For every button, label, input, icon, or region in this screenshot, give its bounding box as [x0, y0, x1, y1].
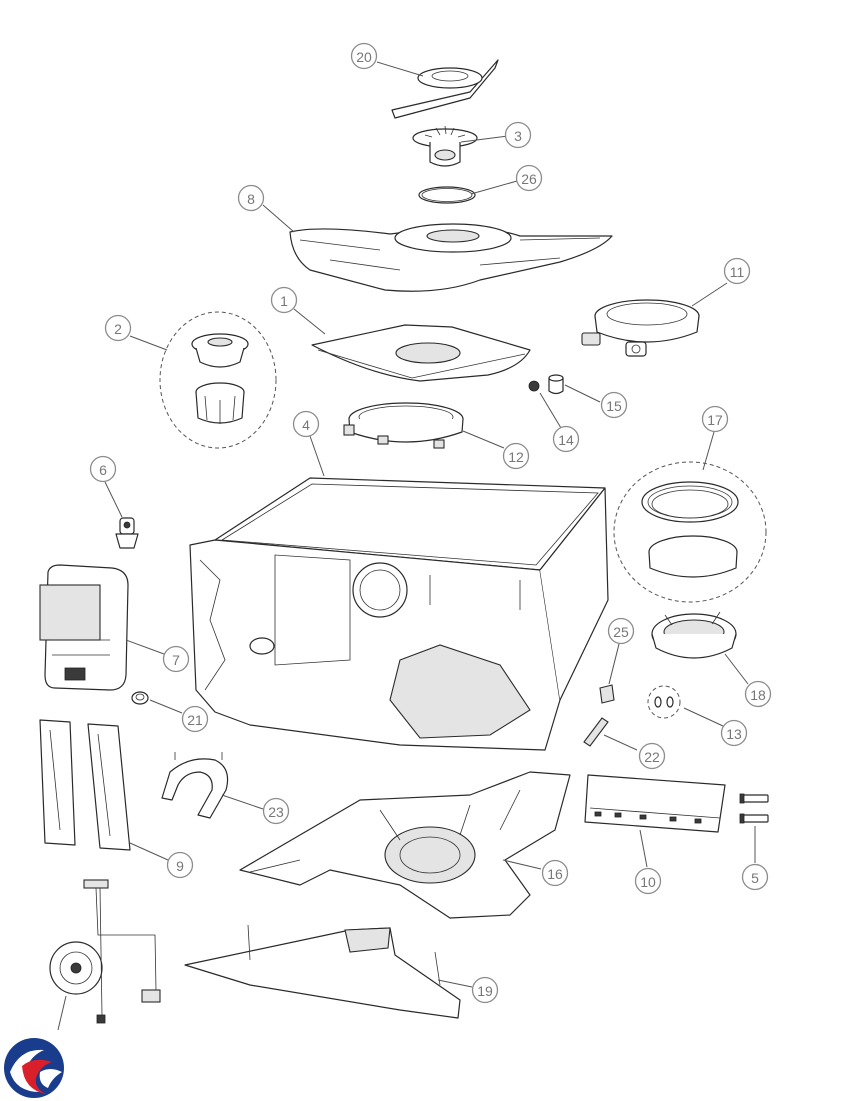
callout-label: 9: [176, 858, 184, 874]
callout-label: 10: [640, 874, 656, 890]
callout-label: 26: [521, 171, 537, 187]
callout-bubble: 15: [600, 391, 628, 419]
part-clip-pair: [647, 685, 681, 719]
part-nut: [528, 380, 540, 392]
callout-bubble: 11: [723, 257, 751, 285]
part-bushing: [548, 374, 564, 395]
callout-bubble: 5: [741, 863, 769, 891]
part-sump-seal-kit: [613, 461, 767, 603]
leader-lines: [57, 61, 756, 1031]
callout-bubble: 8: [237, 184, 265, 212]
callout-bubble: 13: [720, 719, 748, 747]
part-pump-heater: [581, 299, 700, 357]
callout-label: 7: [172, 652, 180, 668]
part-filter-ring: [343, 402, 464, 449]
callout-label: 11: [730, 264, 745, 280]
part-grommet: [131, 691, 149, 705]
callout-label: 22: [644, 749, 660, 765]
circular-brand-logo: [4, 1038, 64, 1098]
callout-bubble: 23: [262, 797, 290, 825]
callout-label: 6: [99, 462, 107, 478]
part-lower-spray-arm: [289, 223, 613, 292]
callout-label: 8: [247, 191, 255, 207]
callout-label: 12: [508, 449, 524, 465]
callout-label: 14: [558, 432, 574, 448]
part-kick-plate-bracket: [184, 924, 461, 1019]
callout-bubble: 17: [701, 405, 729, 433]
callout-label: 15: [606, 398, 622, 414]
callout-bubble: 7: [162, 645, 190, 673]
callout-bubble: 22: [638, 742, 666, 770]
part-clip: [599, 684, 615, 704]
callout-bubble: 6: [89, 455, 117, 483]
part-user-interface-board: [584, 774, 726, 833]
callout-bubble: 20: [350, 42, 378, 70]
callout-bubble: 14: [552, 425, 580, 453]
part-hinge-pins: [739, 793, 769, 824]
part-sump-housing: [651, 611, 737, 659]
part-filter-plate: [311, 324, 531, 382]
callout-bubble: 21: [181, 705, 209, 733]
callout-label: 20: [356, 49, 372, 65]
part-spray-arm-hub: [412, 125, 478, 167]
callout-bubble: 19: [471, 976, 499, 1004]
callout-label: 23: [268, 804, 284, 820]
callout-label: 2: [114, 321, 122, 337]
part-hose-clamp-bracket: [161, 752, 229, 819]
callout-label: 5: [751, 870, 759, 886]
callout-bubble: 25: [607, 617, 635, 645]
callout-bubble: 1: [270, 286, 298, 314]
callout-bubble: 4: [292, 410, 320, 438]
part-control-board: [39, 564, 129, 691]
part-strip: [583, 717, 609, 747]
callout-bubble: 10: [634, 867, 662, 895]
callout-label: 17: [707, 412, 723, 428]
callout-label: 1: [280, 293, 288, 309]
callout-bubble: 3: [504, 121, 532, 149]
callout-bubble: 26: [515, 164, 543, 192]
part-circulation-motor: [49, 879, 161, 1024]
callout-bubble: 9: [166, 851, 194, 879]
callout-label: 4: [302, 417, 310, 433]
callout-label: 21: [187, 712, 203, 728]
callout-bubble: 18: [744, 680, 772, 708]
part-side-panel: [39, 719, 131, 851]
callout-label: 16: [547, 866, 563, 882]
callout-label: 18: [750, 687, 766, 703]
callout-label: 3: [514, 128, 522, 144]
callout-bubble: 12: [502, 442, 530, 470]
callout-bubble: 16: [541, 859, 569, 887]
part-o-ring-seal: [418, 186, 476, 204]
part-tub: [189, 477, 609, 751]
callout-bubble: 2: [104, 314, 132, 342]
part-base-frame: [239, 771, 571, 919]
callout-label: 25: [613, 624, 629, 640]
callout-label: 19: [477, 983, 493, 999]
part-valve: [115, 517, 139, 549]
callout-label: 13: [726, 726, 742, 742]
part-filter-cup-assembly: [159, 311, 277, 449]
part-upper-spray-arm: [391, 59, 499, 119]
